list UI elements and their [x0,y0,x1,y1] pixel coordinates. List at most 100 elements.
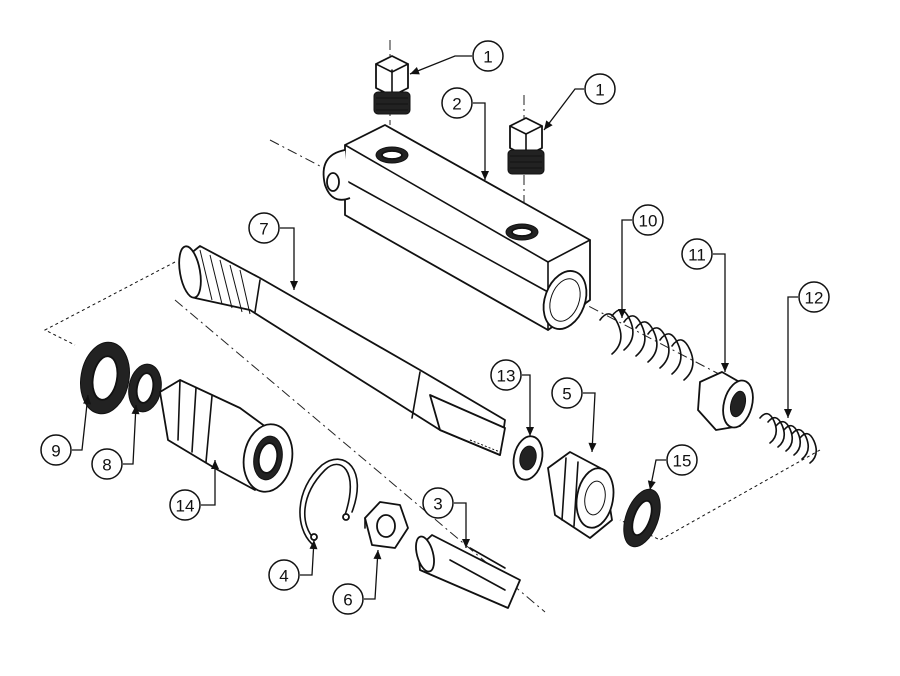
callout-c5: 5 [551,377,597,453]
callout-balloon [248,212,280,244]
callout-number: 6 [343,591,352,610]
callout-c14: 14 [169,460,219,521]
callout-number: 12 [805,289,824,308]
callout-c1a: 1 [409,40,504,75]
callout-balloon [798,281,830,313]
part-small-spring [759,412,818,464]
part-threaded-shaft [178,245,506,456]
callout-number: 8 [102,456,111,475]
callout-balloon [268,559,300,591]
part-lock-washer-right [623,488,661,548]
part-flat-washer [512,435,544,481]
callout-c1b: 1 [543,73,616,131]
callout-c4: 4 [268,539,318,591]
callout-leader-line [583,392,596,453]
callout-arrowhead [481,171,489,180]
callout-balloon [332,583,364,615]
callout-leader-line [621,219,632,318]
callout-number: 1 [483,48,492,67]
callout-number: 13 [497,367,516,386]
callout-balloon [441,87,473,119]
callout-arrowhead [526,427,534,436]
callout-c2: 2 [441,87,489,180]
part-hex-nut [364,501,409,549]
callout-c12: 12 [784,281,830,418]
callout-leader-line [280,227,295,290]
callout-number: 3 [433,495,442,514]
callout-leader-line [713,253,726,372]
callout-arrowhead [784,409,792,418]
callout-c9: 9 [40,394,92,466]
part-grease-fitting-left [373,55,411,115]
callout-balloon [91,448,123,480]
callout-balloon [422,487,454,519]
callout-number: 4 [279,567,288,586]
callout-leader-line [201,460,216,506]
callout-leader-line [300,539,315,576]
callout-arrowhead [721,363,729,372]
callout-number: 10 [639,212,658,231]
part-slotted-sleeve [415,534,521,609]
callout-balloon [169,489,201,521]
callout-balloon [40,434,72,466]
callout-leader-line [123,404,137,465]
callout-leader-line [364,549,379,600]
callout-balloon [632,204,664,236]
callout-arrowhead [373,550,382,560]
callout-c13: 13 [490,359,534,436]
callout-leader-line [473,102,486,180]
callout-number: 7 [259,220,268,239]
part-grease-fitting-right [507,117,545,175]
callout-balloon [490,359,522,391]
callout-arrowhead [309,540,318,550]
callout-arrowhead [544,120,553,130]
callout-arrowhead [290,281,298,290]
part-lock-washer-large [80,341,130,415]
callout-balloon [666,444,698,476]
callout-number: 2 [452,95,461,114]
callout-leader-line [787,296,798,418]
callout-arrowhead [618,309,626,318]
callout-arrowhead [83,395,92,405]
callout-balloon [681,238,713,270]
callout-c15: 15 [647,444,698,491]
callout-c6: 6 [332,549,382,615]
callout-number: 11 [688,246,706,265]
center-lines [43,40,821,613]
part-snap-ring [299,458,358,545]
callout-leader-line [522,374,531,436]
part-large-spring [599,309,694,381]
callout-arrowhead [462,539,470,548]
callout-balloon [472,40,504,72]
callout-number: 14 [176,497,195,516]
callout-c3: 3 [422,487,470,548]
callout-leader-line [72,394,89,451]
callout-leader-line [649,459,666,491]
callout-leader-line [543,88,584,131]
callout-number: 15 [673,452,692,471]
callout-number: 1 [595,81,604,100]
callout-leader-line [409,55,472,75]
callout-c7: 7 [248,212,298,290]
callout-c11: 11 [681,238,729,372]
callout-number: 9 [51,442,60,461]
part-grooved-pulley [547,451,615,539]
callout-arrowhead [647,480,656,490]
callout-number: 5 [562,385,571,404]
callout-c8: 8 [91,404,140,480]
callout-arrowhead [211,460,219,469]
part-housing-block [322,124,591,331]
callout-balloon [551,377,583,409]
part-lock-washer-small [128,363,162,413]
callout-arrowhead [588,442,597,452]
callout-arrowhead [410,66,420,75]
callout-c10: 10 [618,204,664,318]
callout-leader-line [454,502,467,548]
part-bushing [697,371,754,431]
callout-arrowhead [131,405,140,415]
callout-balloon [584,73,616,105]
part-clutch-hub [159,379,294,493]
